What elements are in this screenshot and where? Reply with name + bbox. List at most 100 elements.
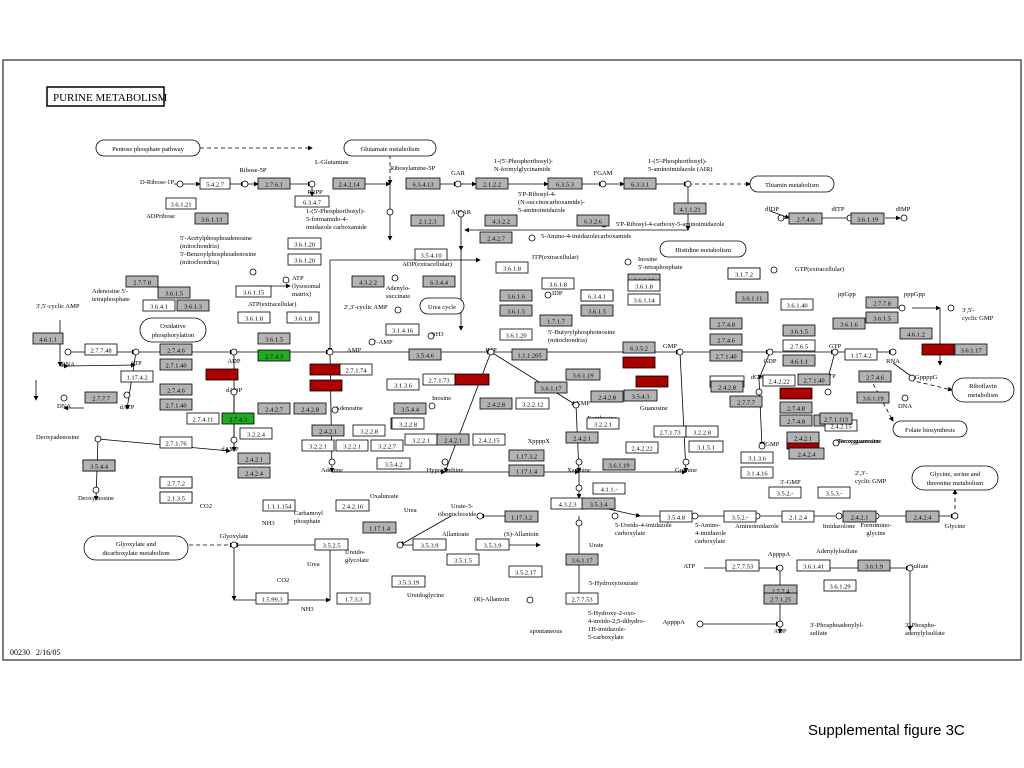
compound-node[interactable]: glycolate	[345, 557, 369, 564]
compound-node[interactable]: Deoxyinosine	[78, 495, 114, 502]
enzyme-box[interactable]: 2.7.1.40	[797, 373, 831, 386]
compound-node[interactable]: AppppA	[663, 619, 686, 626]
compound-node[interactable]: 5'P-Ribosyl-4-	[518, 191, 556, 198]
compound-node[interactable]: 5-Amino-	[695, 522, 721, 529]
compound-node[interactable]: Deoxyadenosine	[36, 434, 79, 441]
enzyme-box[interactable]: 3.6.1.14	[627, 293, 661, 306]
compound-node[interactable]: (mitochondria)	[180, 259, 219, 266]
enzyme-box[interactable]: 3.6.1.5	[865, 311, 899, 324]
enzyme-box[interactable]: 3.6.1.5	[580, 304, 614, 317]
enzyme-box[interactable]: 3.2.2.8	[352, 424, 386, 437]
compound-node[interactable]: matrix)	[292, 291, 311, 298]
compound-node[interactable]: CO2	[277, 577, 289, 584]
compound-node[interactable]: Urate-3-	[451, 503, 473, 510]
compound-node[interactable]: Guanosine	[640, 405, 668, 412]
enzyme-box[interactable]: 6.3.3.1	[623, 177, 657, 190]
compound-node[interactable]: 5-aminoimidazole (AIR)	[648, 166, 712, 173]
compound-node[interactable]: ATP	[683, 563, 695, 570]
enzyme-box[interactable]: 3.5.4.2	[376, 457, 411, 470]
enzyme-box[interactable]: 3.1.3.5	[309, 379, 343, 392]
enzyme-box[interactable]: 2.7.7.53	[565, 592, 599, 605]
compound-node[interactable]: ADP	[227, 358, 240, 365]
enzyme-box[interactable]: 3.1.3.5	[454, 373, 490, 386]
compound-node[interactable]: Urea	[404, 507, 417, 514]
enzyme-box[interactable]: 3.6.1.20	[287, 253, 322, 266]
compound-node[interactable]: tetraphosphate	[92, 296, 130, 303]
enzyme-box[interactable]: 3.6.1.21	[165, 197, 197, 210]
compound-node[interactable]: 3'-Phospho-	[905, 622, 936, 629]
enzyme-box[interactable]: 3.2.2.12	[515, 397, 550, 410]
enzyme-box[interactable]: 1.17.4.1	[205, 368, 239, 381]
enzyme-box[interactable]: 4.1.1.21	[673, 202, 707, 215]
compound-node[interactable]: glycine	[866, 530, 885, 537]
enzyme-box[interactable]: 3.2.2.8	[391, 417, 425, 430]
enzyme-box[interactable]: 3.6.1.40	[780, 298, 814, 311]
enzyme-box[interactable]: 3.5.3.9	[412, 538, 447, 551]
enzyme-box[interactable]: 3.6.1.20	[499, 328, 533, 341]
compound-node[interactable]: (N-succinocarboxamide)-	[518, 199, 585, 206]
compound-node[interactable]: ITP(extracellular)	[532, 254, 579, 261]
enzyme-box[interactable]: 1.17.3.2	[508, 449, 545, 462]
enzyme-box[interactable]: 3.6.4.1	[142, 299, 176, 312]
compound-node[interactable]: 5-formamido-4-	[306, 216, 348, 223]
enzyme-box[interactable]: 2.7.1.113	[819, 412, 853, 425]
enzyme-box[interactable]: 3.6.1.8	[237, 311, 271, 324]
enzyme-box[interactable]: 2.7.4.6	[159, 343, 193, 356]
compound-node[interactable]: NH3	[431, 331, 444, 338]
enzyme-box[interactable]: 2.7.7.6	[921, 343, 955, 356]
enzyme-box[interactable]: 5.4.2.7	[199, 177, 231, 190]
enzyme-box[interactable]: 3.6.1.11	[735, 291, 769, 304]
enzyme-box[interactable]: 2.7.1.40	[159, 398, 193, 411]
compound-node[interactable]: carboxylate	[615, 530, 645, 537]
compound-node[interactable]: (R)-Allantoin	[474, 596, 510, 603]
compound-node[interactable]: sulfate	[810, 630, 827, 637]
enzyme-box[interactable]: 2.7.6.1	[257, 177, 291, 190]
compound-node[interactable]: spontaneous	[530, 628, 563, 635]
enzyme-box[interactable]: 2.7.1.73	[422, 373, 456, 386]
enzyme-box[interactable]: 3.1.5.1	[688, 440, 724, 453]
enzyme-box[interactable]: 1.17.4.2	[120, 370, 154, 383]
enzyme-box[interactable]: 2.7.4.8	[779, 414, 813, 427]
compound-node[interactable]: pppGpp	[904, 291, 925, 298]
compound-node[interactable]: ribonucleoside	[438, 511, 476, 518]
enzyme-box[interactable]: 2.7.1.25	[763, 592, 798, 605]
compound-node[interactable]: N-formylglycinamide	[494, 166, 551, 173]
enzyme-box[interactable]: 3.1.3.6	[740, 451, 774, 464]
enzyme-box[interactable]: 2.7.7.7	[729, 395, 763, 408]
enzyme-box[interactable]: 3.2.2.1	[586, 417, 620, 430]
compound-node[interactable]: 5'-Acetylphosphoadenosine	[180, 235, 252, 242]
enzyme-box[interactable]: 2.7.1.73	[653, 425, 687, 438]
enzyme-box[interactable]: 2.7.7.7	[84, 391, 118, 404]
enzyme-box[interactable]: 3.5.2.-	[723, 510, 757, 523]
enzyme-box[interactable]: 2.7.1.40	[159, 358, 193, 371]
enzyme-box[interactable]: 2.7.4.6	[159, 383, 193, 396]
enzyme-box[interactable]: 3.5.4.6	[408, 348, 442, 361]
compound-node[interactable]: ADP	[773, 628, 786, 635]
enzyme-box[interactable]: 2.4.2.8	[590, 390, 624, 403]
enzyme-box[interactable]: 1.17.1.4	[362, 521, 397, 534]
enzyme-box[interactable]: 2.7.4.11	[186, 412, 220, 425]
compound-node[interactable]: dAMP	[221, 446, 239, 453]
enzyme-box[interactable]: 2.4.2.1	[786, 431, 820, 444]
compound-node[interactable]: Ureidoglycine	[407, 592, 444, 599]
enzyme-box[interactable]: 3.6.1.15	[235, 285, 272, 298]
compound-node[interactable]: 5-Hydroxyisourate	[589, 580, 638, 587]
compound-node[interactable]: Glyoxylate	[220, 533, 249, 540]
enzyme-box[interactable]: 3.6.1.17	[565, 553, 599, 566]
enzyme-box[interactable]: 3.6.1.8	[627, 279, 661, 292]
enzyme-box[interactable]: 2.4.2.1	[565, 431, 599, 444]
compound-node[interactable]: GDP	[763, 358, 776, 365]
enzyme-box[interactable]: 3.6.1.6	[499, 289, 533, 302]
enzyme-box[interactable]: 2.4.2.4	[788, 447, 825, 460]
compound-node[interactable]: Adenylo-	[386, 285, 411, 292]
compound-node[interactable]: Ribose-5P	[239, 167, 266, 174]
enzyme-box[interactable]: 3.6.1.29	[823, 579, 857, 592]
enzyme-box[interactable]: 2.7.4.8	[779, 401, 813, 414]
compound-node[interactable]: Ureido-	[345, 549, 365, 556]
compound-node[interactable]: Glycine	[945, 523, 966, 530]
enzyme-box[interactable]: 3.2.2.4	[239, 427, 273, 440]
compound-node[interactable]: D-Ribose-1P	[140, 179, 174, 186]
